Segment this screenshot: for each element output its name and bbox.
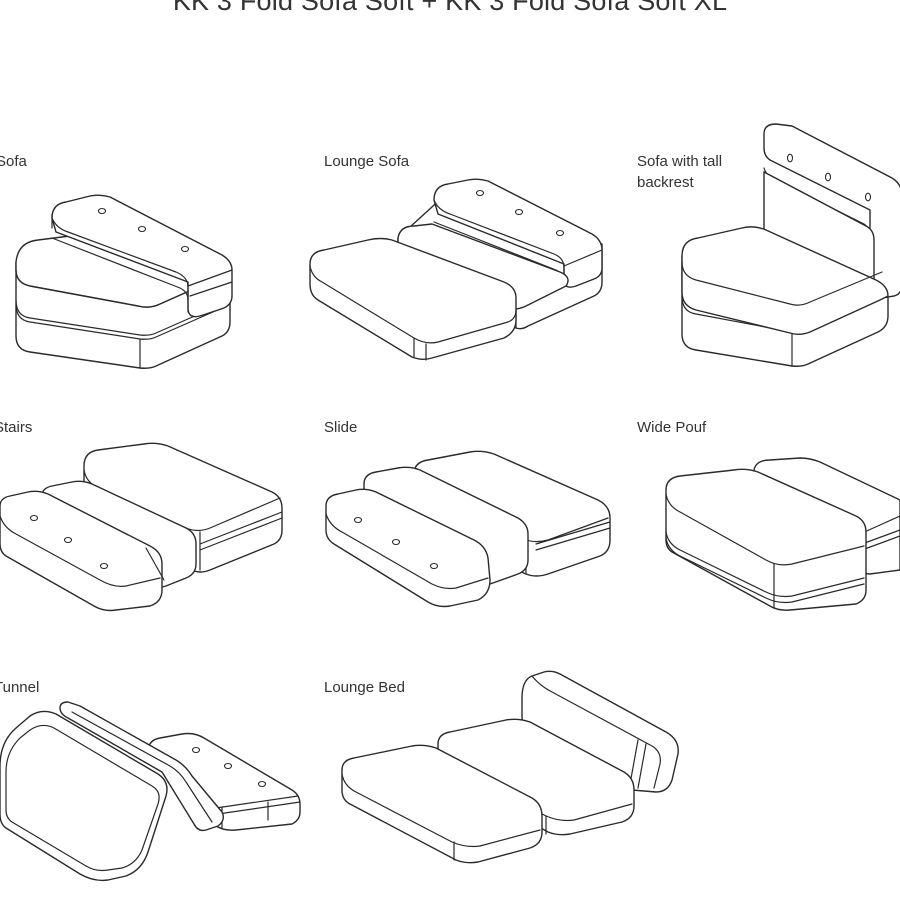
illustration-lounge-sofa (309, 178, 603, 361)
illustration-sofa-tall-backrest (681, 123, 900, 367)
illustration-tunnel (0, 701, 301, 882)
illustration-lounge-bed (341, 670, 679, 864)
label-lounge-sofa: Lounge Sofa (324, 153, 410, 170)
label-sofa-tall-backrest: Sofa with tall backrest (637, 151, 722, 193)
illustration-wide-pouf (665, 457, 900, 611)
label-wide-pouf: Wide Pouf (637, 419, 707, 436)
label-line: Sofa with tall (637, 153, 723, 170)
label-stairs: Stairs (0, 419, 33, 436)
illustration-sofa (15, 194, 233, 369)
illustration-slide (325, 450, 611, 608)
label-line: backrest (637, 174, 694, 191)
label-tunnel: Tunnel (0, 679, 40, 696)
label-sofa: Sofa (0, 153, 27, 170)
label-lounge-bed: Lounge Bed (324, 679, 405, 696)
illustration-stairs (0, 442, 283, 612)
page-title: KK 3 Fold Sofa Soft + KK 3 Fold Sofa Sof… (172, 0, 728, 16)
label-slide: Slide (324, 419, 358, 436)
